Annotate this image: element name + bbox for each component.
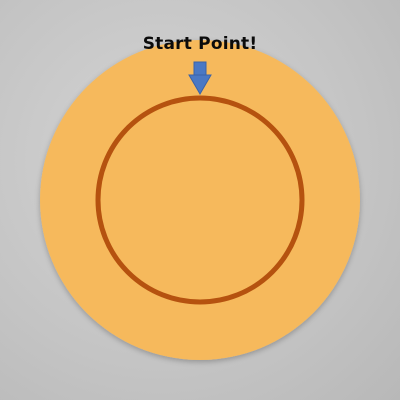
arrow-down-icon [188, 61, 212, 95]
target-ring [95, 95, 305, 305]
background-disc [40, 40, 360, 360]
start-point-label: Start Point! [142, 34, 258, 54]
